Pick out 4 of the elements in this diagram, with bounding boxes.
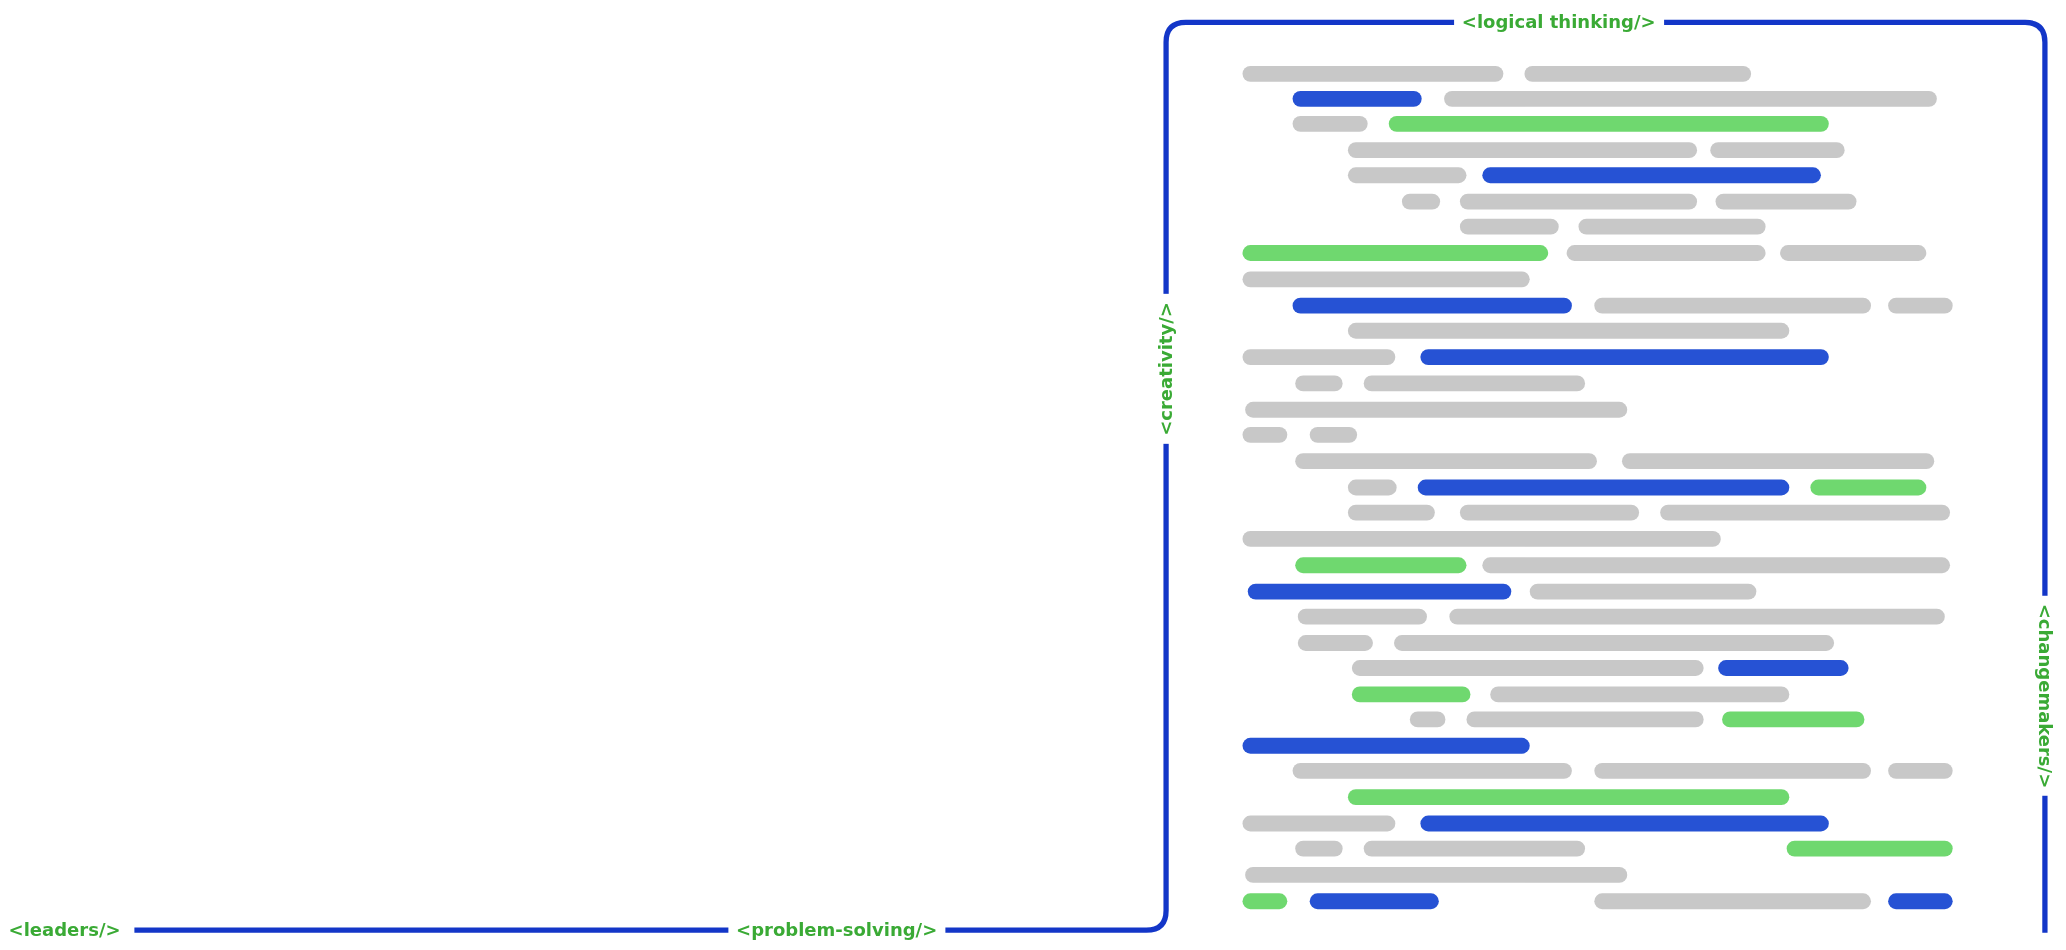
tag-label: <logical thinking/> [1453,11,1664,34]
tag-label: <creativity/> [1155,294,1178,444]
tag-label: <problem-solving/> [728,919,946,942]
tag-label: <changemakers/> [2033,595,2056,796]
